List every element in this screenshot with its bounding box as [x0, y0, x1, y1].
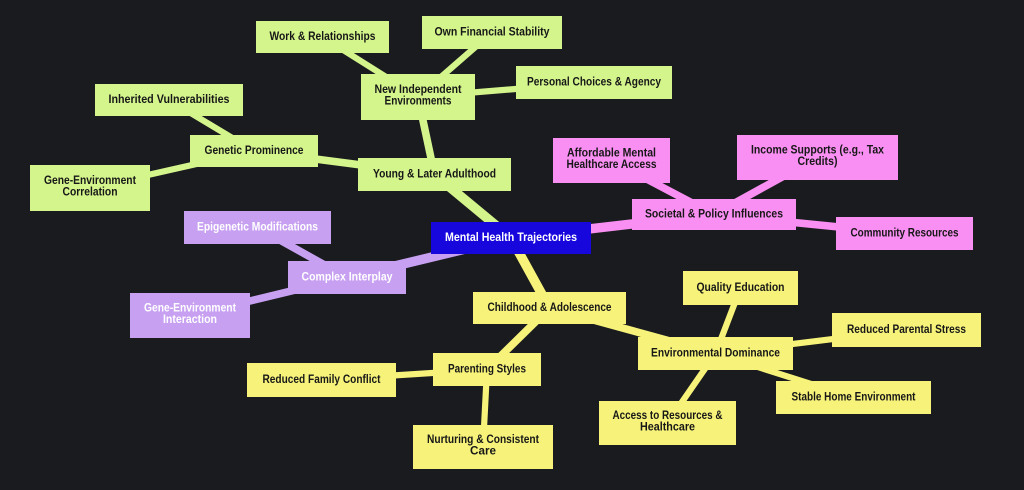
svg-text:Environments: Environments [385, 95, 452, 108]
svg-text:Healthcare: Healthcare [640, 421, 696, 434]
svg-text:Epigenetic Modifications: Epigenetic Modifications [197, 221, 318, 234]
svg-text:Young & Later Adulthood: Young & Later Adulthood [373, 168, 496, 181]
svg-text:Childhood & Adolescence: Childhood & Adolescence [488, 301, 612, 314]
svg-text:Quality Education: Quality Education [697, 281, 785, 294]
svg-text:Affordable Mental: Affordable Mental [567, 147, 656, 160]
svg-text:Income Supports (e.g., Tax: Income Supports (e.g., Tax [751, 144, 884, 157]
svg-text:Inherited Vulnerabilities: Inherited Vulnerabilities [109, 93, 230, 106]
svg-text:Genetic Prominence: Genetic Prominence [205, 144, 304, 157]
svg-text:Care: Care [470, 445, 497, 458]
svg-text:New Independent: New Independent [375, 83, 462, 96]
svg-text:Community Resources: Community Resources [851, 227, 959, 240]
svg-text:Interaction: Interaction [163, 313, 217, 326]
svg-text:Healthcare Access: Healthcare Access [567, 158, 657, 171]
svg-text:Societal & Policy Influences: Societal & Policy Influences [645, 208, 783, 221]
svg-text:Credits): Credits) [798, 155, 838, 168]
svg-text:Reduced Parental Stress: Reduced Parental Stress [847, 323, 966, 336]
svg-text:Environmental Dominance: Environmental Dominance [651, 347, 780, 360]
svg-text:Reduced Family Conflict: Reduced Family Conflict [263, 373, 381, 386]
svg-text:Gene-Environment: Gene-Environment [144, 302, 236, 315]
svg-text:Parenting Styles: Parenting Styles [448, 363, 526, 376]
svg-text:Personal Choices & Agency: Personal Choices & Agency [527, 76, 661, 89]
svg-text:Gene-Environment: Gene-Environment [44, 174, 136, 187]
svg-text:Mental Health Trajectories: Mental Health Trajectories [445, 231, 577, 244]
svg-text:Stable Home Environment: Stable Home Environment [792, 391, 916, 404]
svg-text:Complex Interplay: Complex Interplay [302, 271, 393, 284]
svg-text:Correlation: Correlation [63, 186, 118, 199]
svg-text:Own Financial Stability: Own Financial Stability [435, 26, 550, 39]
svg-text:Access to Resources &: Access to Resources & [613, 409, 724, 422]
svg-text:Work & Relationships: Work & Relationships [270, 30, 376, 43]
svg-text:Nurturing & Consistent: Nurturing & Consistent [427, 433, 539, 446]
